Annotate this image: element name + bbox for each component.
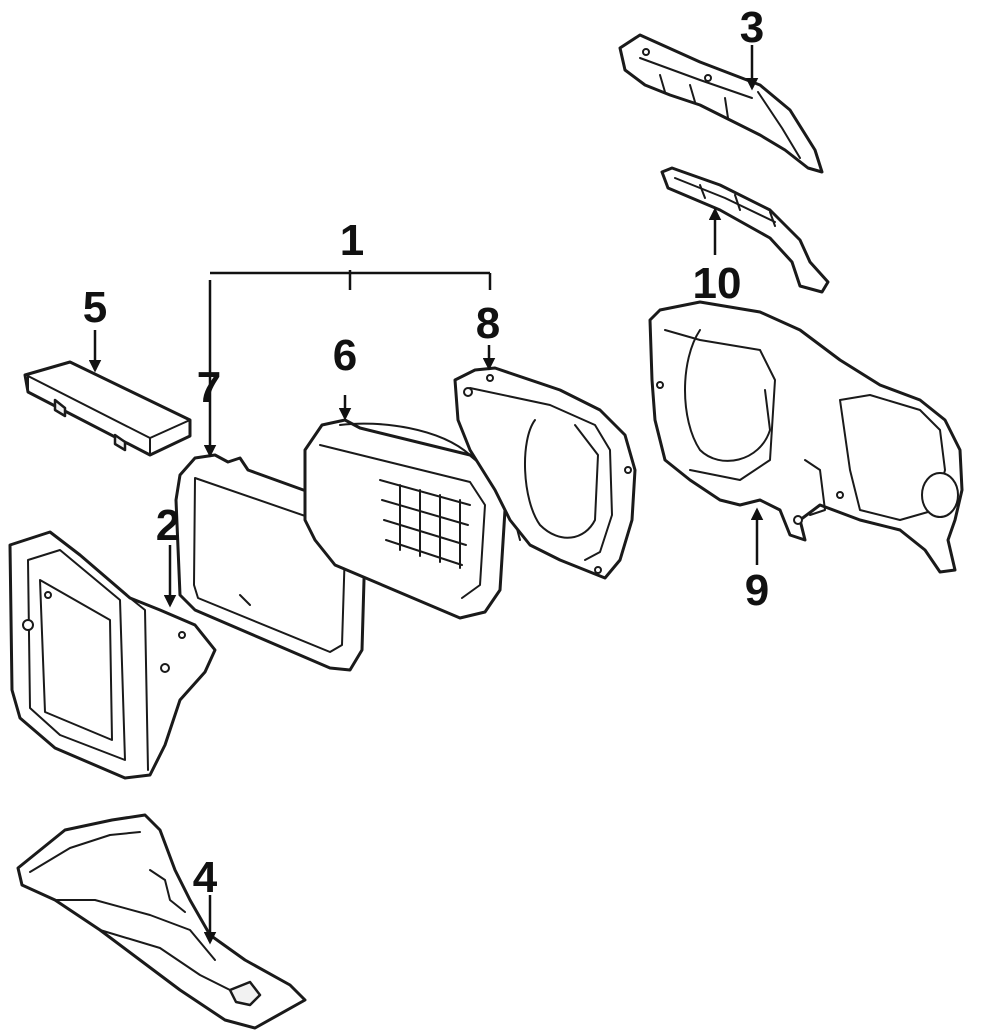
callout-10: 10	[693, 259, 742, 308]
callout-6: 6	[333, 331, 357, 380]
part-9-headlamp-housing	[648, 300, 964, 574]
callout-4: 4	[193, 853, 218, 902]
callout-1: 1	[340, 216, 364, 265]
callout-8: 8	[476, 299, 500, 348]
part-5-strip	[23, 360, 192, 457]
callout-9: 9	[745, 566, 769, 615]
part-4-lower-panel	[16, 813, 307, 1030]
callout-7: 7	[197, 363, 221, 412]
leader-lines	[88, 45, 764, 945]
part-3-upper-bracket	[618, 33, 824, 174]
part-8-mounting-ring	[453, 366, 637, 580]
callout-2: 2	[156, 501, 180, 550]
part-2-headlamp-bezel	[8, 530, 217, 780]
callout-5: 5	[83, 283, 107, 332]
part-10-thin-bracket	[660, 166, 830, 294]
callout-3: 3	[740, 3, 764, 52]
